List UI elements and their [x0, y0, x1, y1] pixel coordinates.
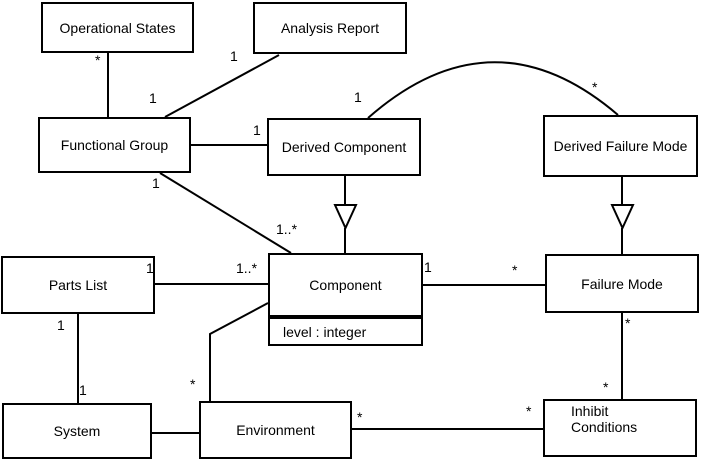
multiplicity-functional-group-end: 1: [152, 175, 160, 191]
multiplicity-inhibit-conditions-end: *: [603, 379, 609, 395]
multiplicity-component-end: 1..*: [236, 260, 258, 276]
class-system: System: [2, 403, 152, 459]
multiplicity-derived-failure-mode-end: *: [592, 79, 598, 95]
multiplicity-component-end: 1..*: [276, 221, 298, 237]
generalization-triangle-icon: [610, 204, 635, 231]
class-environment: Environment: [199, 401, 352, 459]
class-operational-states: Operational States: [41, 2, 194, 53]
class-inhibit-conditions: Inhibit Conditions: [543, 399, 697, 457]
edge-derived-component-derived-failure-mode-arc: [367, 61, 619, 119]
edge-functional-group-analysis-report: [164, 54, 280, 118]
generalization-derived-component-component: [333, 176, 358, 253]
class-component: Component level : integer: [268, 253, 423, 346]
multiplicity-failure-mode-end: *: [625, 315, 631, 331]
multiplicity-component-end: 1: [424, 259, 432, 275]
multiplicity-derived-component-end: 1: [354, 89, 362, 105]
class-analysis-report: Analysis Report: [253, 2, 407, 54]
multiplicity-functional-group-end: 1: [149, 90, 157, 106]
generalization-derived-failure-mode-failure-mode: [610, 177, 635, 254]
class-failure-mode: Failure Mode: [545, 254, 699, 313]
component-name: Component: [270, 255, 421, 319]
multiplicity-system-end: 1: [79, 382, 87, 398]
edge-functional-group-component: [159, 172, 292, 254]
multiplicity-inhibit-conditions-end: *: [526, 403, 532, 419]
multiplicity-environment-end: *: [357, 409, 363, 425]
multiplicity-derived-component-end: 1: [253, 122, 261, 138]
class-derived-component: Derived Component: [267, 118, 421, 176]
class-parts-list: Parts List: [1, 256, 155, 314]
edge-component-environment: [209, 302, 269, 401]
multiplicity-parts-list-end: 1: [57, 317, 65, 333]
generalization-triangle-icon: [333, 204, 358, 231]
multiplicity-environment-end: *: [190, 376, 196, 392]
multiplicity-parts-list-end: 1: [146, 260, 154, 276]
multiplicity-operational-states-end: *: [95, 52, 101, 68]
component-attribute-level: level : integer: [283, 323, 367, 340]
multiplicity-analysis-report-end: 1: [230, 48, 238, 64]
class-functional-group: Functional Group: [38, 117, 191, 173]
multiplicity-failure-mode-end: *: [512, 262, 518, 278]
class-derived-failure-mode: Derived Failure Mode: [543, 115, 698, 177]
